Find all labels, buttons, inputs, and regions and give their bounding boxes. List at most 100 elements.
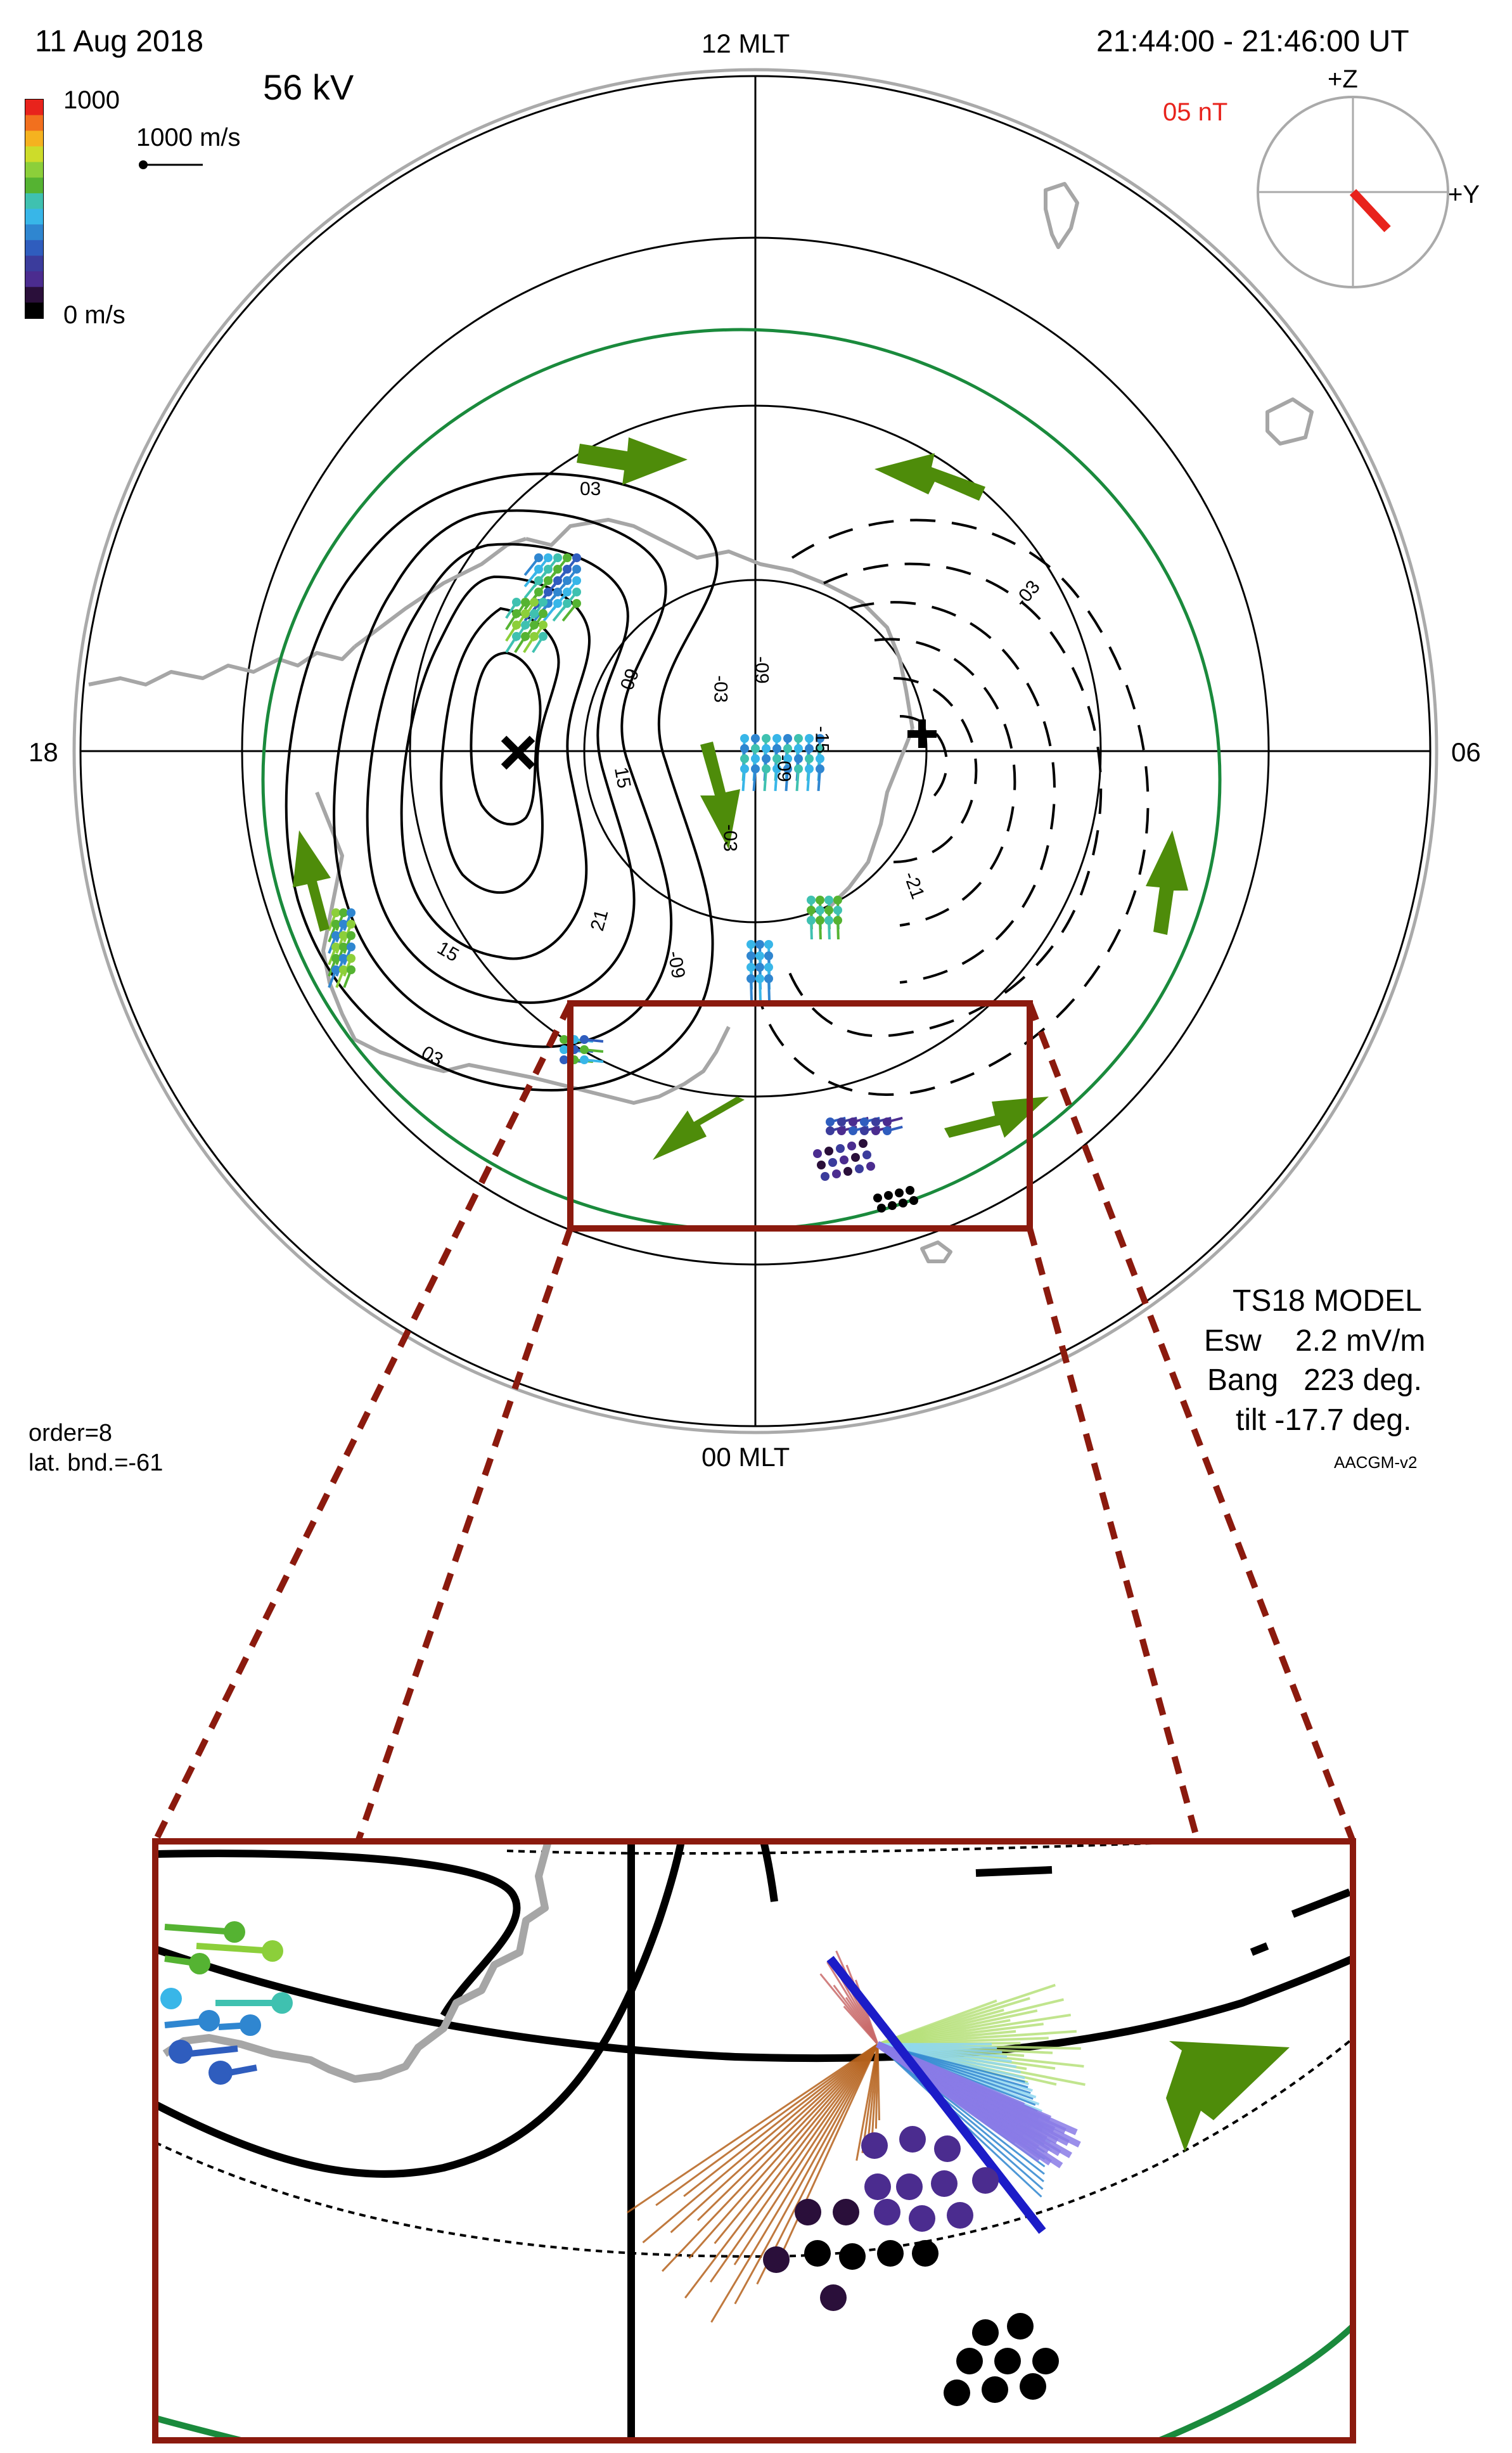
- velocity-vector-head: [833, 906, 842, 915]
- heppner-maynard-boundary: [261, 328, 1222, 1232]
- velocity-vector-head: [563, 553, 572, 562]
- velocity-dot: [828, 1158, 837, 1167]
- mlt-top-label: 12 MLT: [702, 29, 790, 58]
- model-bang: Bang 223 deg.: [1207, 1363, 1422, 1397]
- velocity-vector-head: [740, 734, 749, 743]
- velocity-vector-head: [751, 744, 760, 753]
- imf-vector: [1349, 189, 1391, 233]
- los-fan-line: [662, 2043, 879, 2272]
- los-fan-line: [709, 2044, 879, 2283]
- zoom-connector-lines: [152, 1001, 1356, 1843]
- dawn-potential-maximum-marker: [907, 719, 937, 748]
- velocity-vector-head: [816, 764, 824, 773]
- velocity-dot: [896, 2173, 923, 2200]
- scale-color-cell: [25, 146, 43, 162]
- velocity-dot: [836, 1144, 845, 1153]
- velocity-vector-head: [824, 916, 833, 925]
- velocity-vector-head: [746, 974, 755, 983]
- velocity-vector-head: [560, 1045, 568, 1054]
- velocity-vector-head: [816, 896, 824, 905]
- velocity-vector-head: [347, 908, 356, 917]
- velocity-dot: [861, 2132, 888, 2159]
- velocity-vector-head: [764, 940, 773, 949]
- velocity-dot: [833, 2199, 859, 2225]
- velocity-dot: [851, 1153, 860, 1162]
- scale-color-cell: [25, 177, 43, 194]
- dusk-potential-minimum-marker: [501, 735, 535, 770]
- velocity-vector-head: [807, 896, 816, 905]
- fit-lat-boundary-label: lat. bnd.=-61: [29, 1450, 163, 1476]
- inset-low-velocity-dots: [763, 2126, 1059, 2406]
- scale-color-cell: [25, 162, 43, 178]
- velocity-dot: [813, 1149, 822, 1158]
- velocity-vector-head: [826, 1126, 835, 1135]
- velocity-vector-head: [512, 598, 521, 607]
- velocity-dot: [944, 2379, 970, 2406]
- los-fan-line: [642, 2043, 878, 2244]
- velocity-vector-head: [751, 764, 760, 773]
- velocity-vector-head: [751, 754, 760, 763]
- velocity-vector-head: [805, 754, 814, 763]
- velocity-vector-head: [794, 754, 803, 763]
- velocity-vector-head: [762, 744, 771, 753]
- model-tilt: tilt -17.7 deg.: [1236, 1403, 1412, 1437]
- velocity-dot: [888, 1201, 897, 1210]
- velocity-vector-head: [740, 744, 749, 753]
- velocity-vector-head: [762, 734, 771, 743]
- velocity-dot: [895, 1188, 904, 1197]
- velocity-vector-head: [580, 1055, 589, 1064]
- los-fan-line: [877, 2043, 1044, 2190]
- imf-plus-y-label: +Y: [1448, 181, 1480, 209]
- velocity-vector-head: [871, 1126, 880, 1135]
- fit-order-label: order=8: [29, 1420, 113, 1446]
- velocity-vector-head: [347, 954, 356, 963]
- velocity-vector-head: [805, 764, 814, 773]
- velocity-vector-head: [755, 940, 764, 949]
- velocity-dot: [877, 2240, 904, 2267]
- velocity-vector-head: [860, 1126, 869, 1135]
- velocity-dot: [877, 1204, 886, 1213]
- velocity-vector-head: [816, 744, 824, 753]
- velocity-vector-head: [746, 951, 755, 960]
- imf-clock-dial: [1257, 96, 1449, 288]
- velocity-dot: [847, 1142, 856, 1150]
- velocity-vector-head: [794, 764, 803, 773]
- velocity-vector-head: [347, 920, 356, 929]
- scale-color-cell: [25, 100, 43, 116]
- velocity-dot: [804, 2240, 831, 2267]
- velocity-dot: [840, 1156, 849, 1164]
- velocity-vector-head: [755, 974, 764, 983]
- velocity-vector-head: [740, 764, 749, 773]
- velocity-dot: [866, 1162, 875, 1171]
- mlt-left-label: 18: [29, 737, 58, 767]
- velocity-dot: [855, 1164, 864, 1173]
- scale-color-cell: [25, 255, 43, 272]
- velocity-dot: [874, 2199, 900, 2225]
- scale-color-cell: [25, 209, 43, 225]
- dawn-potential-contours: [759, 518, 1150, 1097]
- velocity-dot: [839, 2243, 866, 2270]
- velocity-dot: [763, 2246, 790, 2273]
- contour-label: -15: [811, 726, 833, 754]
- velocity-vector-head: [580, 1035, 589, 1044]
- velocity-dot: [899, 2126, 926, 2153]
- contour-label: -09: [751, 656, 772, 684]
- velocity-vector-head: [849, 1117, 857, 1126]
- scale-max-label: 1000: [63, 86, 120, 114]
- velocity-vector-head: [580, 1045, 589, 1054]
- velocity-vector-head: [572, 588, 581, 596]
- model-esw: Esw 2.2 mV/m: [1204, 1324, 1426, 1358]
- velocity-vector-head: [833, 896, 842, 905]
- velocity-dot: [1032, 2348, 1059, 2374]
- coastline: [88, 182, 1314, 1263]
- inset-flow-arrow: [1166, 2041, 1290, 2152]
- contour-label: -03: [719, 824, 741, 852]
- velocity-vector-head: [824, 906, 833, 915]
- velocity-vector-head: [762, 754, 771, 763]
- los-fan-line: [776, 2044, 879, 2264]
- velocity-vector-head: [530, 598, 539, 607]
- velocity-vector-head: [740, 754, 749, 763]
- scale-color-cell: [25, 240, 43, 256]
- mlt-right-label: 06: [1451, 737, 1481, 767]
